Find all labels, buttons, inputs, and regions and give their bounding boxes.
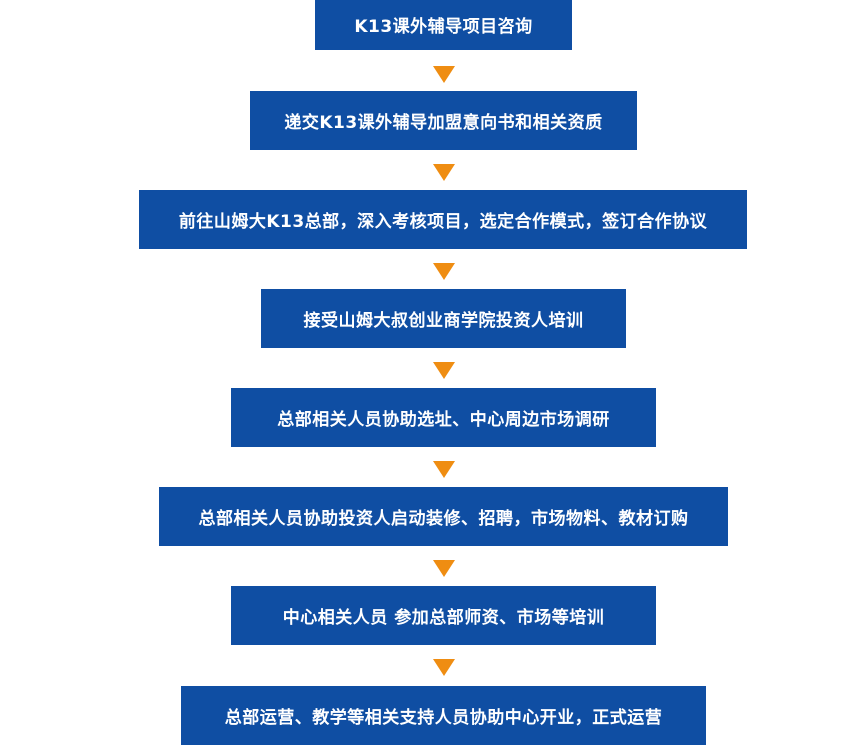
step-5-site-selection: 总部相关人员协助选址、中心周边市场调研 bbox=[231, 388, 656, 447]
step-2-submit-application: 递交K13课外辅导加盟意向书和相关资质 bbox=[250, 91, 637, 150]
step-6-renovation-recruitment: 总部相关人员协助投资人启动装修、招聘，市场物料、教材订购 bbox=[159, 487, 728, 546]
arrow-down-icon bbox=[433, 164, 455, 181]
arrow-down-icon bbox=[433, 461, 455, 478]
step-3-visit-headquarters: 前往山姆大K13总部，深入考核项目，选定合作模式，签订合作协议 bbox=[139, 190, 747, 249]
arrow-down-icon bbox=[433, 659, 455, 676]
arrow-down-icon bbox=[433, 362, 455, 379]
arrow-down-icon bbox=[433, 66, 455, 83]
arrow-down-icon bbox=[433, 560, 455, 577]
arrow-down-icon bbox=[433, 263, 455, 280]
step-4-investor-training: 接受山姆大叔创业商学院投资人培训 bbox=[261, 289, 626, 348]
step-7-staff-training: 中心相关人员 参加总部师资、市场等培训 bbox=[231, 586, 656, 645]
step-1-consultation: K13课外辅导项目咨询 bbox=[315, 0, 572, 50]
step-8-center-opening: 总部运营、教学等相关支持人员协助中心开业，正式运营 bbox=[181, 686, 706, 745]
